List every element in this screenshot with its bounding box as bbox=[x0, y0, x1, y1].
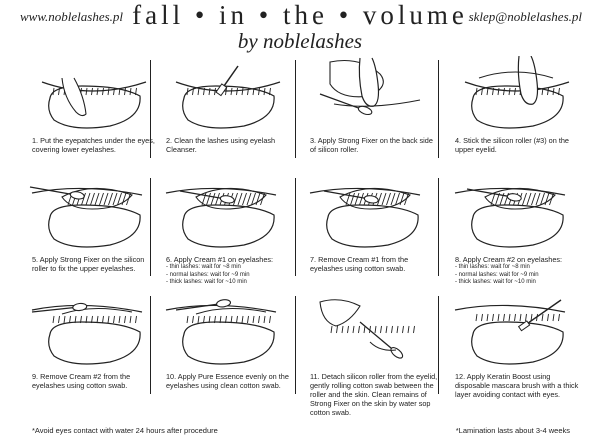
step-wait-time-note: - thin lashes: wait for ~8 min bbox=[166, 264, 241, 270]
column-divider bbox=[295, 178, 296, 276]
step-5-illustration bbox=[29, 186, 143, 248]
column-divider bbox=[150, 296, 151, 394]
step-12-illustration bbox=[454, 299, 566, 365]
page-subtitle: by noblelashes bbox=[237, 29, 363, 53]
column-divider bbox=[150, 60, 151, 158]
step-caption-text: 9. Remove Cream #2 from the eyelashes us… bbox=[32, 372, 131, 390]
step-caption-text: 11. Detach silicon roller from the eyeli… bbox=[310, 372, 438, 417]
step-wait-time-note: - thick lashes: wait for ~10 min bbox=[166, 279, 247, 285]
step-9-caption: 9. Remove Cream #2 from the eyelashes us… bbox=[32, 372, 160, 390]
step-12-caption: 12. Apply Keratin Boost using disposable… bbox=[455, 372, 583, 399]
step-wait-time-note: - thin lashes: wait for ~8 min bbox=[455, 264, 530, 270]
step-4-caption: 4. Stick the silicon roller (#3) on the … bbox=[455, 136, 583, 154]
step-10-illustration bbox=[165, 299, 277, 365]
step-2-illustration bbox=[175, 65, 281, 129]
column-divider bbox=[438, 296, 439, 394]
step-6-illustration bbox=[165, 187, 277, 248]
step-1-illustration bbox=[41, 77, 147, 129]
step-7-caption: 7. Remove Cream #1 from the eyelashes us… bbox=[310, 255, 438, 273]
step-caption-text: 8. Apply Cream #2 on eyelashes: bbox=[455, 255, 563, 264]
column-divider bbox=[438, 60, 439, 158]
footer-right-note: *Lamination lasts about 3-4 weeks bbox=[455, 426, 570, 435]
header: www.noblelashes.pl fall • in • the • vol… bbox=[0, 0, 600, 56]
step-caption-text: 1. Put the eyepatches under the eyes, co… bbox=[32, 136, 155, 154]
step-2-caption: 2. Clean the lashes using eyelash Cleans… bbox=[166, 136, 294, 154]
step-caption-text: 2. Clean the lashes using eyelash Cleans… bbox=[166, 136, 276, 154]
step-wait-time-note: - normal lashes: wait for ~9 min bbox=[455, 271, 539, 278]
step-caption-text: 10. Apply Pure Essence evenly on the eye… bbox=[166, 372, 289, 390]
step-caption-text: 4. Stick the silicon roller (#3) on the … bbox=[455, 136, 569, 154]
step-caption-text: 6. Apply Cream #1 on eyelashes: bbox=[166, 255, 274, 264]
column-divider bbox=[438, 178, 439, 276]
step-4-illustration bbox=[464, 56, 570, 129]
step-3-illustration bbox=[319, 57, 421, 116]
column-divider bbox=[295, 296, 296, 394]
step-7-illustration bbox=[309, 187, 421, 248]
page-title: fall • in • the • volume bbox=[132, 0, 468, 30]
step-11-illustration bbox=[319, 299, 415, 359]
email-link[interactable]: sklep@noblelashes.pl bbox=[468, 9, 582, 24]
step-1-caption: 1. Put the eyepatches under the eyes, co… bbox=[32, 136, 160, 154]
step-11-caption: 11. Detach silicon roller from the eyeli… bbox=[310, 372, 438, 417]
step-wait-time-note: - thick lashes: wait for ~10 min bbox=[455, 279, 536, 285]
column-divider bbox=[150, 178, 151, 276]
step-8-caption: 8. Apply Cream #2 on eyelashes:- thin la… bbox=[455, 255, 583, 287]
footer-left-note: *Avoid eyes contact with water 24 hours … bbox=[32, 426, 218, 435]
step-wait-time-note: - normal lashes: wait for ~9 min bbox=[166, 271, 250, 278]
step-10-caption: 10. Apply Pure Essence evenly on the eye… bbox=[166, 372, 294, 390]
step-6-caption: 6. Apply Cream #1 on eyelashes:- thin la… bbox=[166, 255, 294, 287]
step-caption-text: 5. Apply Strong Fixer on the silicon rol… bbox=[32, 255, 145, 273]
step-caption-text: 3. Apply Strong Fixer on the back side o… bbox=[310, 136, 433, 154]
step-caption-text: 7. Remove Cream #1 from the eyelashes us… bbox=[310, 255, 409, 273]
step-9-illustration bbox=[31, 302, 143, 365]
step-5-caption: 5. Apply Strong Fixer on the silicon rol… bbox=[32, 255, 160, 273]
step-8-illustration bbox=[454, 187, 566, 248]
column-divider bbox=[295, 60, 296, 158]
step-3-caption: 3. Apply Strong Fixer on the back side o… bbox=[310, 136, 438, 154]
step-caption-text: 12. Apply Keratin Boost using disposable… bbox=[455, 372, 579, 399]
website-link[interactable]: www.noblelashes.pl bbox=[20, 9, 124, 24]
